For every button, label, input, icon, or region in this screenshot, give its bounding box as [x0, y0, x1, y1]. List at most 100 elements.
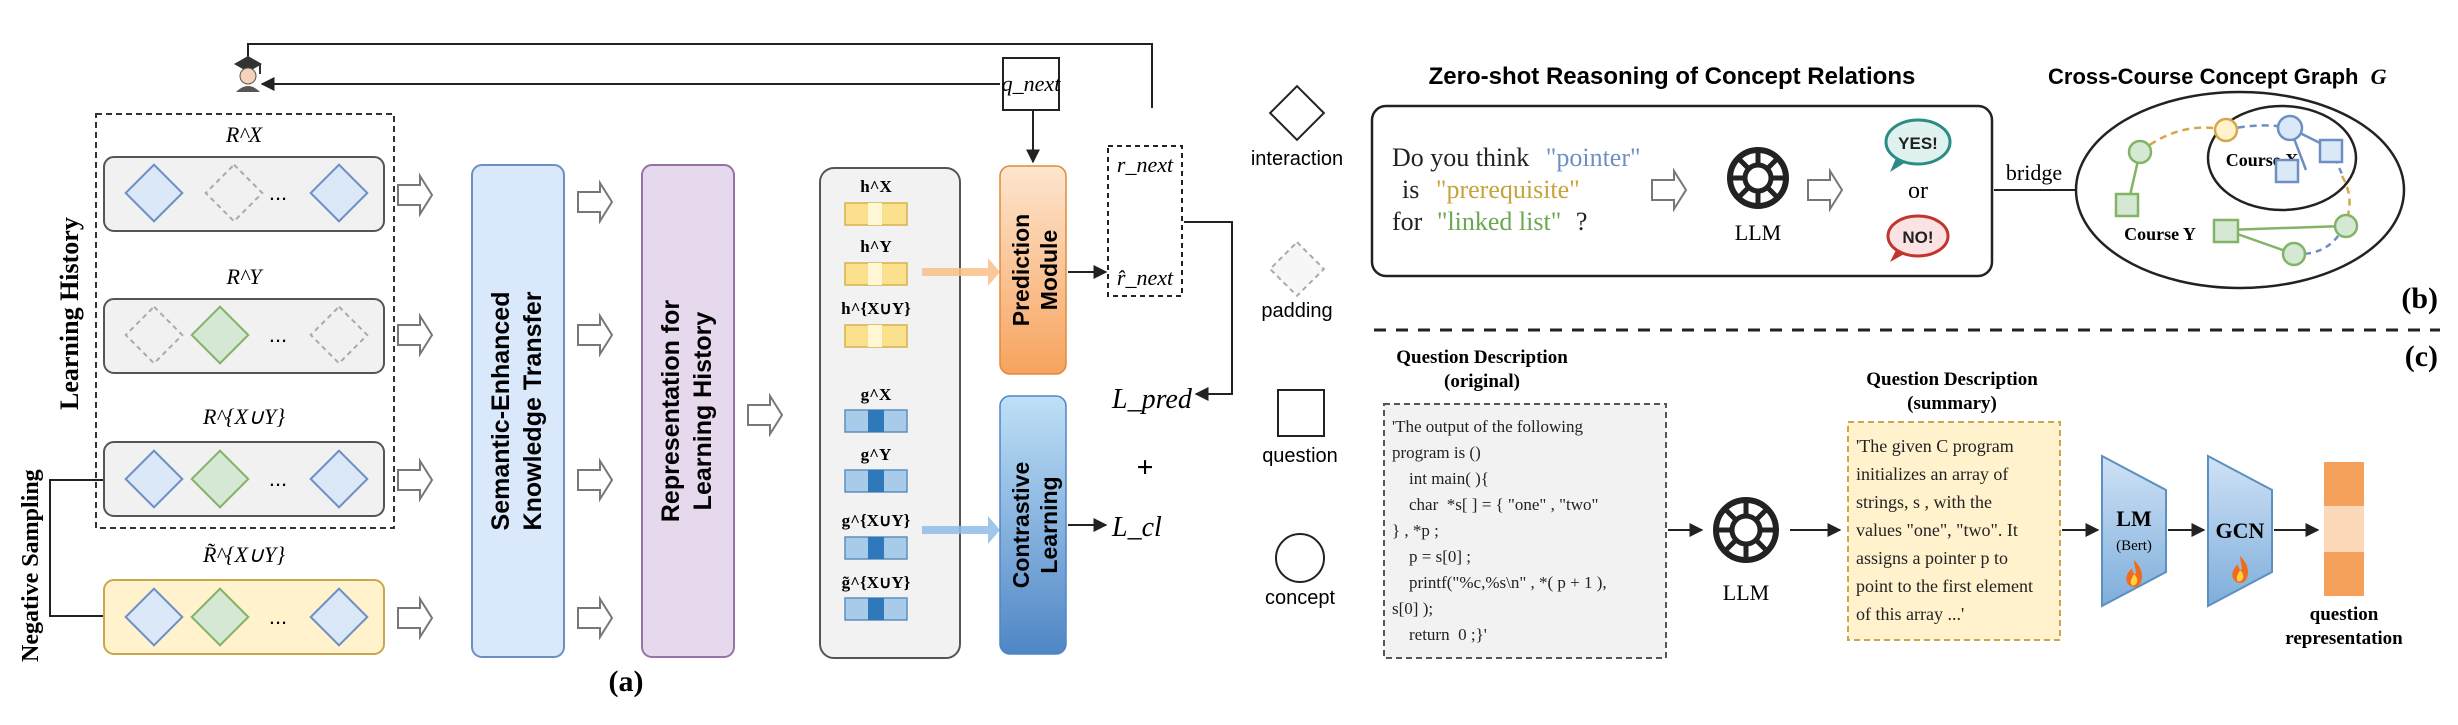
contrastive-label-2: Learning	[1036, 476, 1062, 573]
prediction-label-2: Module	[1036, 230, 1062, 311]
svg-text:...: ...	[269, 466, 287, 491]
lm-block	[2101, 454, 2167, 608]
summary-description-text: 'The given C program initializes an arra…	[1856, 436, 2033, 624]
vector-hxy: h^{X∪Y}	[841, 299, 911, 318]
prediction-label-1: Prediction	[1008, 214, 1034, 326]
row-label-x: R^X	[225, 122, 264, 147]
svg-text:return 0 ;}': return 0 ;}'	[1392, 625, 1487, 644]
loss-cl: L_cl	[1111, 512, 1162, 543]
svg-text:...: ...	[269, 180, 287, 205]
q-rep-label-1: question	[2310, 604, 2379, 625]
rep-label-2: Learning History	[689, 312, 717, 511]
q-line3-c: ?	[1576, 207, 1588, 236]
legend-question-icon	[1277, 389, 1325, 437]
set-label-2: Knowledge Transfer	[519, 291, 547, 530]
orig-title-1: Question Description	[1396, 347, 1568, 368]
representation-history-block	[641, 164, 735, 658]
svg-text:values "one", "two". It: values "one", "two". It	[1856, 520, 2018, 540]
q-next-box: q_next	[1002, 57, 1062, 111]
svg-text:...: ...	[269, 322, 287, 347]
panel-a-label: (a)	[609, 665, 644, 698]
q-line1-a: Do you think	[1392, 143, 1529, 172]
panel-c-label: (c)	[2405, 340, 2438, 373]
svg-text:...: ...	[269, 604, 287, 629]
legend-interaction-icon	[1268, 84, 1326, 142]
hollow-arrow	[577, 182, 613, 222]
negative-sampling-label: Negative Sampling	[18, 469, 44, 662]
summary-description-box	[1847, 421, 2061, 641]
learning-history-box	[95, 113, 395, 529]
hollow-arrow	[577, 460, 613, 500]
vector-gxy: g^{X∪Y}	[842, 511, 911, 530]
q-line2-b: "prerequisite"	[1436, 175, 1580, 204]
hollow-arrow	[747, 395, 783, 435]
row-negative: ...	[103, 579, 385, 655]
semantic-knowledge-transfer-block	[471, 164, 565, 658]
vector-gneg: g̃^{X∪Y}	[842, 573, 911, 592]
svg-text:strings, s , with the: strings, s , with the	[1856, 492, 1992, 512]
legend-question: question	[1262, 445, 1338, 467]
svg-text:YES!: YES!	[1898, 134, 1938, 153]
legend-interaction: interaction	[1251, 148, 1343, 170]
llm-label-b: LLM	[1735, 220, 1781, 245]
yes-bubble: YES!	[1884, 118, 1952, 172]
svg-text:char *s[ ] = { "one" , "two": char *s[ ] = { "one" , "two"	[1392, 495, 1599, 514]
to-prediction-arrow	[922, 258, 1000, 286]
negative-sampling-line	[49, 479, 104, 617]
fire-icon	[2232, 556, 2248, 583]
legend-padding: padding	[1261, 300, 1332, 322]
lm-label: LM	[2116, 506, 2152, 531]
svg-text:'The output of the following: 'The output of the following	[1392, 417, 1583, 436]
legend-concept: concept	[1265, 587, 1335, 609]
fire-icon	[2126, 560, 2142, 587]
hollow-arrow	[397, 175, 433, 215]
no-bubble: NO!	[1886, 214, 1950, 262]
legend-padding-icon	[1268, 240, 1326, 298]
q-line3-a: for	[1392, 207, 1423, 236]
legend-concept-icon	[1275, 533, 1325, 583]
hollow-arrow	[577, 598, 613, 638]
rnext-to-loss	[1184, 221, 1233, 401]
orig-description-box	[1383, 403, 1667, 659]
vector-hy: h^Y	[860, 237, 892, 256]
svg-text:'The given C program: 'The given C program	[1856, 436, 2014, 456]
feedback-loop	[247, 43, 1153, 164]
course-y-label: Course Y	[2124, 224, 2196, 244]
svg-text:of this array ...': of this array ...'	[1856, 604, 1964, 624]
hollow-arrow	[397, 315, 433, 355]
row-label-y: R^Y	[226, 264, 265, 289]
vector-gy: g^Y	[861, 445, 892, 464]
contrastive-label-1: Contrastive	[1008, 462, 1034, 589]
set-label-1: Semantic-Enhanced	[487, 292, 515, 531]
loss-plus: +	[1136, 451, 1153, 484]
q-line1-b: "pointer"	[1546, 143, 1641, 172]
gcn-block	[2207, 454, 2273, 608]
vector-hx: h^X	[860, 177, 892, 196]
vector-panel	[819, 167, 961, 659]
svg-text:for "linked list" ?: for "linked list" ?	[1392, 207, 1587, 236]
orig-description-text: 'The output of the following program is …	[1392, 417, 1607, 644]
r-next: r_next	[1117, 152, 1174, 177]
svg-text:point to the first element: point to the first element	[1856, 576, 2033, 596]
panel-b-title: Zero-shot Reasoning of Concept Relations	[1429, 63, 1916, 90]
to-contrastive-arrow	[922, 516, 1000, 544]
gcn-label: GCN	[2216, 518, 2265, 543]
summary-title-1: Question Description	[1866, 369, 2038, 390]
row-ry: ...	[103, 298, 385, 374]
prediction-module	[999, 165, 1067, 375]
svg-text:q_next: q_next	[1002, 71, 1062, 96]
svg-text:Do you think "pointer": Do you think "pointer"	[1392, 143, 1641, 172]
course-x-ellipse	[2206, 104, 2358, 212]
hollow-arrow	[577, 315, 613, 355]
panel-b-label: (b)	[2401, 282, 2438, 315]
llm-logo-icon	[1727, 147, 1789, 209]
svg-text:s[0] );: s[0] );	[1392, 599, 1433, 618]
student-icon	[234, 56, 262, 92]
row-label-xy: R^{X∪Y}	[202, 404, 285, 429]
graph-nodes	[2114, 114, 2359, 267]
svg-text:program is (): program is ()	[1392, 443, 1481, 462]
hollow-arrow	[397, 598, 433, 638]
contrastive-module	[999, 395, 1067, 655]
svg-text:printf("%c,%s\n" , *( p + 1 ),: printf("%c,%s\n" , *( p + 1 ),	[1392, 573, 1607, 592]
